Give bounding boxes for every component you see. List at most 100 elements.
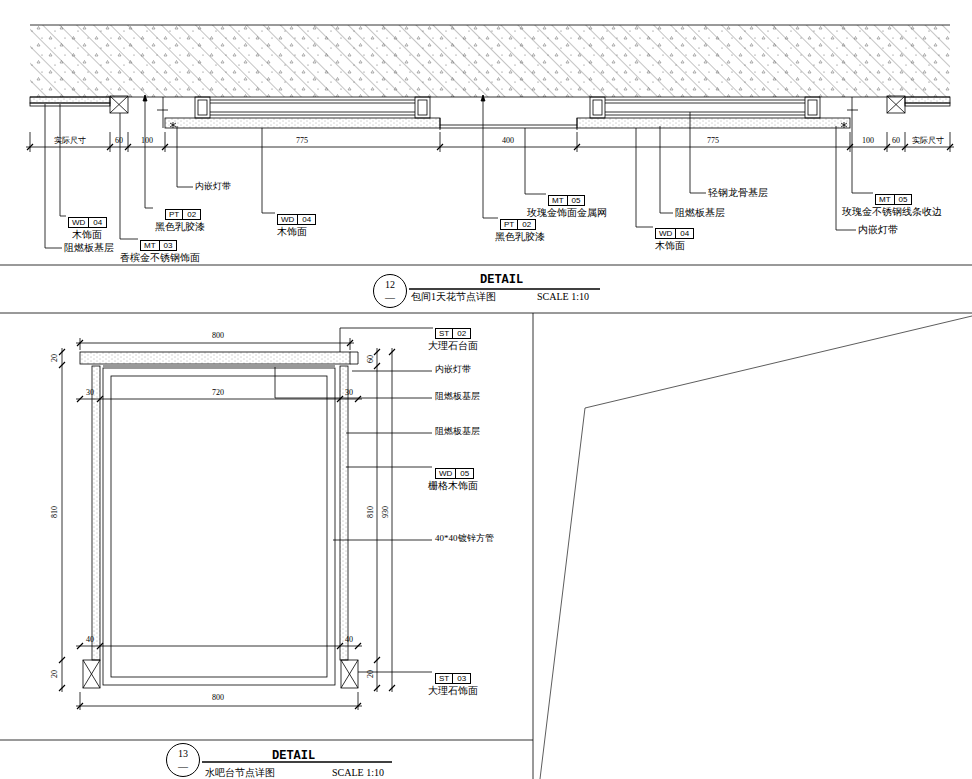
material-code: WD (656, 229, 675, 238)
dimension-text: 60 (115, 137, 123, 146)
material-name: 玫瑰金不锈钢线条收边 (842, 206, 942, 218)
dimension-text: 810 (51, 506, 60, 518)
material-code: MT (876, 195, 894, 204)
detail-callout: 12— (373, 274, 407, 308)
dimension-text: 930 (382, 506, 391, 518)
material-name: 香槟金不锈钢饰面 (120, 252, 200, 264)
detail-name: 水吧台节点详图 (205, 767, 275, 778)
material-tag: MT05玫瑰金不锈钢线条收边 (842, 188, 942, 218)
tag-box: ST02 (435, 328, 471, 339)
dimension-text: 400 (502, 137, 514, 146)
dimension-text: 30 (86, 389, 94, 398)
material-tag: ST03大理石饰面 (428, 667, 478, 697)
dimension-text: 810 (367, 506, 376, 518)
material-code: MT (141, 241, 159, 250)
note-text: 内嵌灯带 (435, 365, 471, 375)
material-tag: MT03香槟金不锈钢饰面 (120, 234, 200, 264)
material-number: 04 (297, 215, 315, 224)
dimension-text: 40 (345, 636, 353, 645)
note-text: 阻燃板基层 (64, 242, 114, 253)
detail-title: DETAIL (272, 750, 315, 763)
tag-box: PT02 (165, 209, 201, 220)
tag-box: PT02 (500, 219, 536, 230)
material-tag: PT02黑色乳胶漆 (155, 203, 205, 233)
dimension-text: 60 (892, 137, 900, 146)
material-number: 05 (455, 469, 473, 478)
scale-text: SCALE 1:10 (537, 291, 589, 302)
detail-callout: 13— (166, 743, 200, 777)
dimension-text: 60 (367, 355, 376, 363)
material-number: 02 (182, 210, 200, 219)
material-name: 黑色乳胶漆 (495, 231, 545, 243)
material-tag: WD04木饰面 (655, 222, 694, 252)
note-text: 阻燃板基层 (675, 207, 725, 218)
note-text: 阻燃板基层 (435, 392, 480, 402)
tag-box: MT05 (548, 195, 585, 206)
material-number: 05 (567, 196, 585, 205)
material-name: 黑色乳胶漆 (155, 221, 205, 233)
material-tag: MT05玫瑰金饰面金属网 (527, 189, 607, 219)
material-tag: WD05栅格木饰面 (428, 462, 478, 492)
callout-number: 12 (385, 278, 395, 291)
material-number: 02 (452, 329, 470, 338)
detail-title: DETAIL (480, 274, 523, 287)
material-code: PT (501, 220, 517, 229)
dimension-text: 30 (345, 389, 353, 398)
tag-box: WD04 (655, 228, 694, 239)
callout-number: 13 (178, 747, 188, 760)
dimension-text: 40 (86, 636, 94, 645)
dimension-text: 20 (367, 670, 376, 678)
dimension-text: 775 (296, 137, 308, 146)
dimension-text: 775 (707, 137, 719, 146)
material-name: 木饰面 (277, 226, 316, 238)
note-text: 轻钢龙骨基层 (708, 187, 768, 198)
note-text: 阻燃板基层 (435, 427, 480, 437)
dimension-text: 100 (862, 137, 874, 146)
material-number: 05 (894, 195, 912, 204)
material-name: 木饰面 (72, 229, 107, 241)
callout-sheet: — (385, 291, 395, 304)
material-code: MT (549, 196, 567, 205)
material-code: PT (166, 210, 182, 219)
scale-text: SCALE 1:10 (332, 767, 384, 778)
tag-box: MT05 (875, 194, 912, 205)
material-name: 栅格木饰面 (428, 480, 478, 492)
callout-sheet: — (178, 760, 188, 773)
tag-box: WD04 (277, 214, 316, 225)
material-number: 04 (88, 218, 106, 227)
material-number: 03 (452, 674, 470, 683)
material-number: 04 (675, 229, 693, 238)
material-name: 大理石饰面 (428, 685, 478, 697)
dimension-text: 20 (51, 670, 60, 678)
tag-box: WD04 (68, 217, 107, 228)
material-code: WD (436, 469, 455, 478)
material-name: 木饰面 (655, 240, 694, 252)
note-text: 内嵌灯带 (195, 182, 231, 192)
tag-box: MT03 (140, 240, 177, 251)
dimension-text: 实际尺寸 (912, 137, 944, 146)
tag-box: WD05 (435, 468, 474, 479)
material-code: ST (436, 674, 452, 683)
note-text: 内嵌灯带 (858, 224, 898, 235)
dimension-text: 800 (212, 332, 224, 341)
dimension-text: 800 (212, 694, 224, 703)
material-tag: WD04木饰面 (277, 208, 316, 238)
dimension-text: 100 (141, 137, 153, 146)
material-name: 大理石台面 (428, 340, 478, 352)
material-tag: PT02黑色乳胶漆 (495, 213, 545, 243)
material-number: 03 (159, 241, 177, 250)
material-number: 02 (517, 220, 535, 229)
material-code: WD (69, 218, 88, 227)
dimension-text: 20 (51, 354, 60, 362)
tag-box: ST03 (435, 673, 471, 684)
material-code: WD (278, 215, 297, 224)
dimension-text: 720 (212, 389, 224, 398)
material-name: 玫瑰金饰面金属网 (527, 207, 607, 219)
material-tag: ST02大理石台面 (428, 322, 478, 352)
note-text: 40*40镀锌方管 (435, 534, 494, 544)
dimension-text: 实际尺寸 (54, 137, 86, 146)
detail-name: 包间1天花节点详图 (411, 291, 496, 302)
material-code: ST (436, 329, 452, 338)
material-tag: WD04 木饰面 (72, 211, 107, 241)
